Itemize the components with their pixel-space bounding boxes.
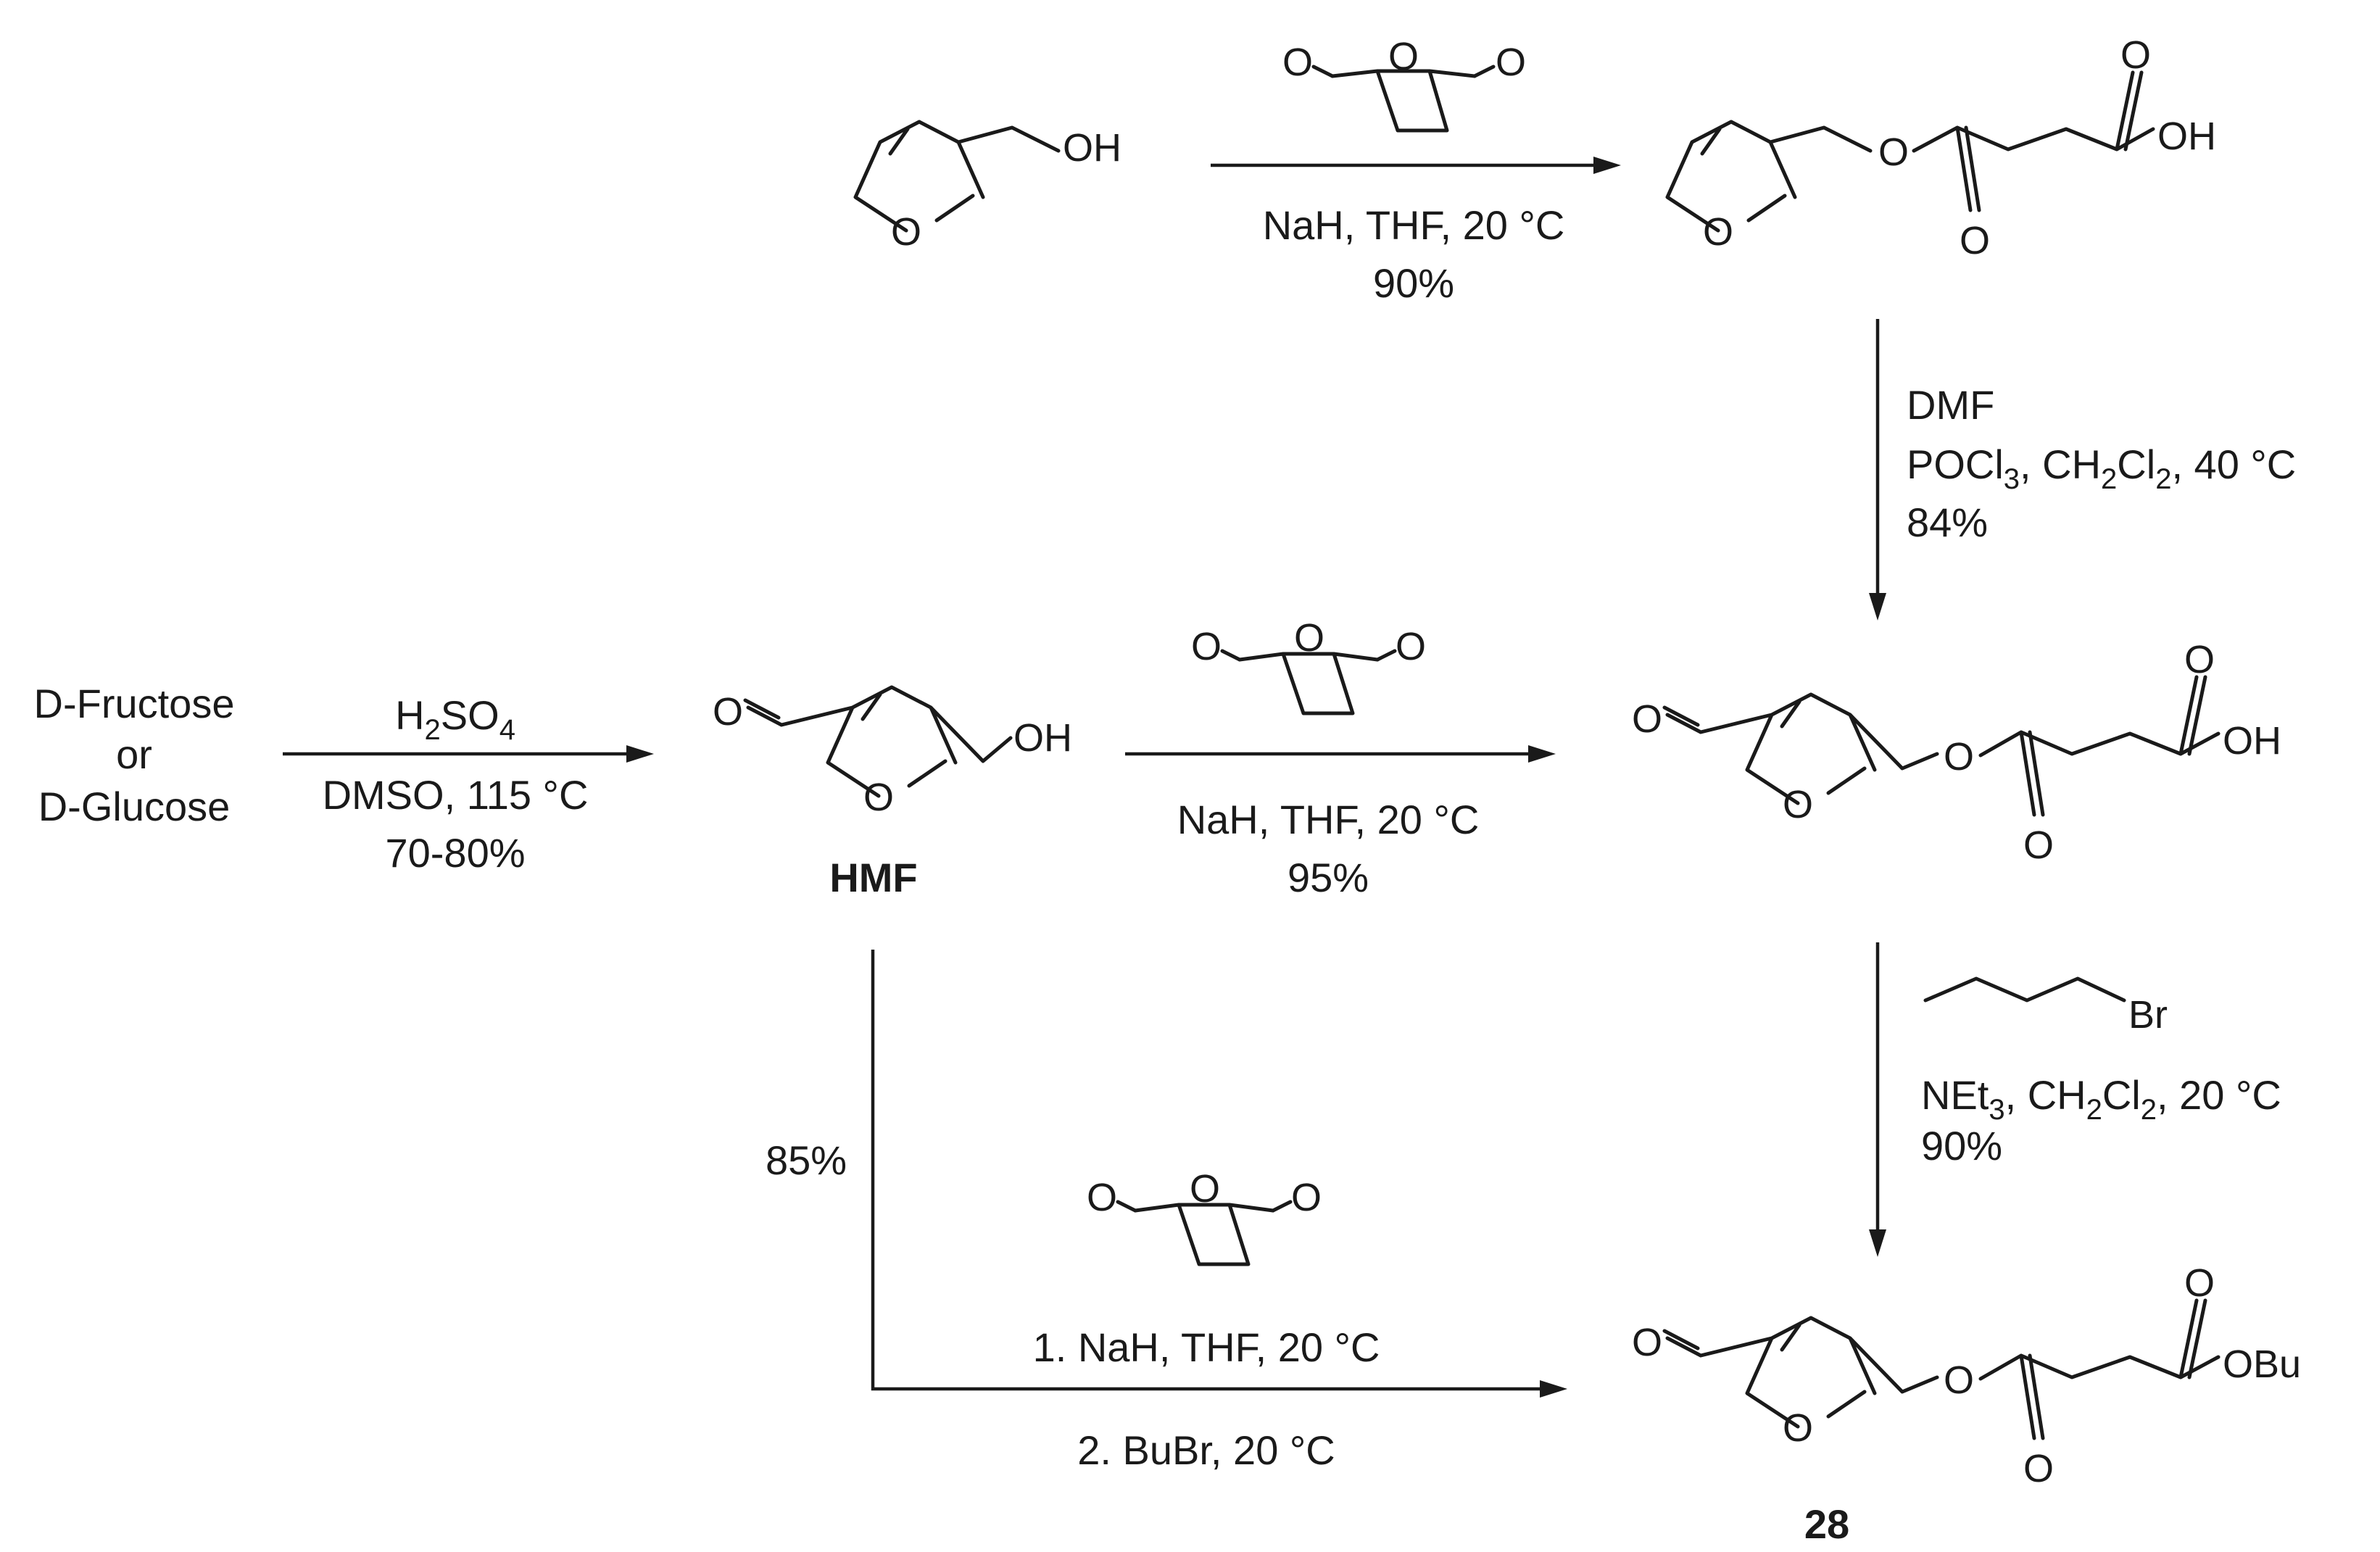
atom-label: OH <box>1013 716 1072 760</box>
condition-esterification: Br NEt3, CH2Cl2, 20 °C 90% <box>1921 976 2281 1169</box>
atom-label: O <box>1087 1176 1117 1219</box>
formyl-hemisuccinate-structure: O O O O O OH <box>1632 638 2281 867</box>
atom-label: O <box>1944 1358 1974 1402</box>
atom-label: O <box>1878 130 1909 174</box>
hmf-label: HMF <box>829 855 917 900</box>
atom-label: O <box>1388 35 1419 78</box>
condition-dehydration-line2: DMSO, 115 °C <box>323 772 589 818</box>
atom-label: O <box>2184 638 2215 681</box>
arrow-one-pot <box>871 950 1567 1398</box>
atom-label: O <box>1294 616 1324 660</box>
atom-label: O <box>1396 625 1426 668</box>
arrow-acylation <box>1125 745 1556 763</box>
atom-label: O <box>2184 1261 2215 1305</box>
furfuryl-alcohol-structure: O OH <box>853 120 1121 254</box>
condition-vilsmeier: DMF POCl3, CH2Cl2, 40 °C 84% <box>1907 382 2296 545</box>
atom-label: O <box>2023 1447 2054 1490</box>
atom-label: O <box>1291 1176 1322 1219</box>
condition-dehydration-yield: 70-80% <box>385 830 525 876</box>
atom-label: O <box>891 210 921 254</box>
atom-label: O <box>2120 33 2151 77</box>
atom-label: O <box>1960 219 1990 262</box>
start-material-line1: D-Fructose <box>34 681 235 726</box>
atom-label: O <box>1944 735 1974 779</box>
condition-esterification-yield: 90% <box>1921 1123 2002 1169</box>
atom-label: OBu <box>2223 1343 2301 1386</box>
condition-one-pot-line2: 2. BuBr, 20 °C <box>1077 1427 1335 1473</box>
succinic-anhydride-structure: O O O <box>1282 35 1526 133</box>
hmf-structure: O O OH <box>713 685 1072 819</box>
condition-vilsmeier-line1: DMF <box>1907 382 1994 428</box>
atom-label: O <box>1496 41 1526 84</box>
atom-label: O <box>1783 1406 1813 1450</box>
condition-top-line1: NaH, THF, 20 °C <box>1263 202 1565 248</box>
condition-top-yield: 90% <box>1373 260 1454 306</box>
furfuryl-hemisuccinate-structure: O O O O OH <box>1665 33 2216 262</box>
arrow-top <box>1211 157 1621 174</box>
butyl-bromide-structure: Br <box>1923 976 2168 1037</box>
atom-label: O <box>1191 625 1222 668</box>
arrow-dehydration <box>283 745 654 763</box>
atom-label: O <box>1703 210 1733 254</box>
atom-label: OH <box>2157 115 2216 158</box>
arrow-right-upper <box>1869 319 1886 621</box>
succinic-anhydride-structure: O O O <box>1087 1167 1322 1266</box>
condition-vilsmeier-yield: 84% <box>1907 499 1988 545</box>
atom-label: O <box>1282 41 1313 84</box>
atom-label: O <box>2023 823 2054 867</box>
condition-acylation-yield: 95% <box>1288 855 1369 900</box>
atom-label: Br <box>2128 993 2168 1037</box>
atom-label: O <box>1632 1321 1662 1364</box>
start-material-line3: D-Glucose <box>38 784 231 829</box>
atom-label: O <box>863 776 894 819</box>
condition-one-pot-yield: 85% <box>766 1137 847 1183</box>
atom-label: O <box>713 690 743 734</box>
atom-label: O <box>1783 783 1813 826</box>
start-material-label: D-Fructose or D-Glucose <box>34 681 235 829</box>
atom-label: OH <box>1063 126 1121 170</box>
condition-one-pot-line1: 1. NaH, THF, 20 °C <box>1033 1324 1380 1370</box>
arrow-right-lower <box>1869 942 1886 1257</box>
condition-vilsmeier-line2: POCl3, CH2Cl2, 40 °C <box>1907 441 2296 495</box>
succinic-anhydride-structure: O O O <box>1191 616 1426 715</box>
atom-label: OH <box>2223 719 2281 763</box>
start-material-line2: or <box>116 731 152 777</box>
product-28-structure: O O O O O OBu <box>1632 1261 2301 1490</box>
product-28-label: 28 <box>1804 1501 1849 1547</box>
atom-label: O <box>1190 1167 1220 1211</box>
condition-dehydration-reagent: H2SO4 <box>395 692 515 746</box>
condition-acylation-line1: NaH, THF, 20 °C <box>1177 797 1480 842</box>
condition-esterification-line2: NEt3, CH2Cl2, 20 °C <box>1921 1072 2281 1126</box>
atom-label: O <box>1632 697 1662 741</box>
